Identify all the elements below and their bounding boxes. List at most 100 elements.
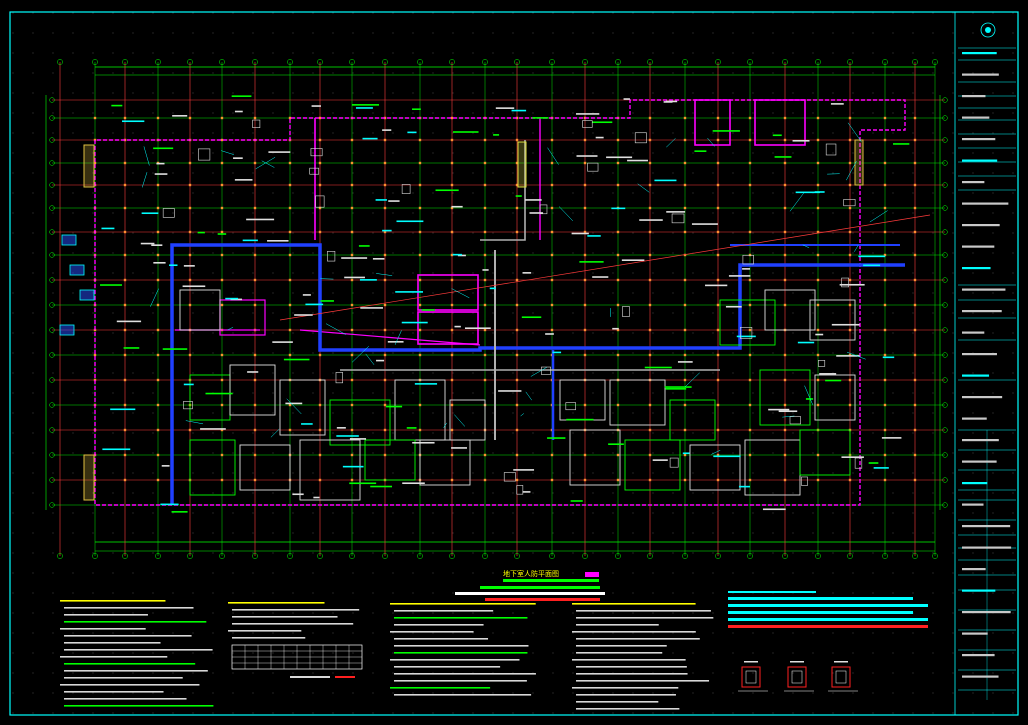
- leader-line: [325, 323, 346, 335]
- legend-bar-white: [455, 592, 605, 595]
- axis-bubble-left: [49, 302, 55, 308]
- axis-bubble-top: [349, 59, 355, 65]
- annotation-text: [376, 359, 385, 362]
- structural-column: [288, 116, 292, 120]
- annotation-text: [795, 191, 820, 194]
- annotation-text: [627, 159, 648, 162]
- structural-column: [583, 303, 587, 307]
- annotation-text: [435, 189, 459, 192]
- annotation-text: [742, 268, 750, 270]
- axis-bubble-top: [782, 59, 788, 65]
- structural-column: [848, 353, 852, 357]
- structural-column: [648, 116, 652, 120]
- leader-line: [869, 210, 888, 223]
- structural-column: [123, 303, 127, 307]
- annotation-text: [154, 173, 168, 175]
- annotation-text: [713, 455, 741, 458]
- structural-column: [683, 278, 687, 282]
- structural-column: [220, 403, 224, 407]
- leader-line: [150, 288, 159, 307]
- structural-column: [383, 328, 387, 332]
- structural-column: [253, 303, 257, 307]
- title-block-text: [962, 181, 985, 184]
- structural-column: [123, 478, 127, 482]
- structural-column: [93, 161, 97, 165]
- annotation-text: [231, 95, 252, 97]
- axis-bubble-right: [942, 97, 948, 103]
- structural-column: [816, 138, 820, 142]
- structural-column: [350, 278, 354, 282]
- structural-column: [848, 328, 852, 332]
- annotation-text: [858, 255, 886, 258]
- axis-bubble-top: [382, 59, 388, 65]
- structural-column: [583, 403, 587, 407]
- structural-column: [816, 453, 820, 457]
- annotation-text: [162, 348, 188, 350]
- design-note-text: [64, 670, 208, 672]
- annotation-text: [396, 220, 424, 223]
- structural-column: [648, 183, 652, 187]
- annotation-text: [375, 199, 387, 201]
- axis-bubble-bottom: [815, 553, 821, 559]
- structural-column: [616, 138, 620, 142]
- structural-column: [883, 378, 887, 382]
- structural-column: [783, 206, 787, 210]
- structural-column: [288, 278, 292, 282]
- title-block-text: [962, 417, 987, 420]
- annotation-text: [841, 456, 864, 458]
- leader-line: [854, 245, 859, 252]
- annotation-text: [341, 257, 368, 259]
- axis-bubble-bottom: [417, 553, 423, 559]
- title-block-text: [962, 353, 997, 356]
- design-note-text: [60, 628, 146, 630]
- axis-bubble-top: [747, 59, 753, 65]
- title-block-text: [962, 202, 1009, 205]
- title-block-text: [962, 159, 998, 162]
- annotation-text: [161, 465, 170, 467]
- axis-bubble-right: [942, 327, 948, 333]
- leader-line: [637, 183, 650, 193]
- structural-column: [515, 478, 519, 482]
- title-block-text: [962, 460, 997, 463]
- structural-column: [816, 278, 820, 282]
- structural-column: [848, 378, 852, 382]
- room-outline: [759, 369, 811, 426]
- equipment-symbol: [315, 195, 325, 208]
- structural-column: [883, 230, 887, 234]
- leader-line: [547, 147, 559, 165]
- structural-column: [383, 428, 387, 432]
- annotation-text: [665, 388, 687, 390]
- title-block-text: [962, 482, 988, 485]
- leader-line: [802, 244, 810, 249]
- structural-column: [616, 161, 620, 165]
- annotation-text: [355, 107, 373, 109]
- door-symbol: [61, 234, 77, 246]
- structural-column: [123, 116, 127, 120]
- leader-line: [846, 351, 866, 360]
- leader-line: [351, 345, 370, 363]
- structural-column: [816, 230, 820, 234]
- room-outline: [299, 439, 361, 501]
- annotation-text: [344, 276, 365, 279]
- axis-bubble-top: [57, 59, 63, 65]
- room-outline: [364, 439, 416, 481]
- equipment-symbol: [327, 251, 336, 262]
- annotation-text: [545, 333, 554, 335]
- legend-red-bar: [728, 625, 928, 628]
- title-block-text: [962, 245, 995, 248]
- design-note-text-3: [394, 617, 528, 619]
- structural-column: [550, 328, 554, 332]
- structural-column: [783, 403, 787, 407]
- structural-column: [748, 183, 752, 187]
- structural-column: [648, 478, 652, 482]
- equipment-symbol: [739, 327, 753, 339]
- structural-column: [816, 328, 820, 332]
- structural-column: [816, 116, 820, 120]
- annotation-text: [412, 441, 435, 444]
- structural-column: [450, 253, 454, 257]
- axis-bubble-top: [287, 59, 293, 65]
- structural-column: [123, 428, 127, 432]
- room-outline: [569, 429, 621, 486]
- structural-column: [288, 328, 292, 332]
